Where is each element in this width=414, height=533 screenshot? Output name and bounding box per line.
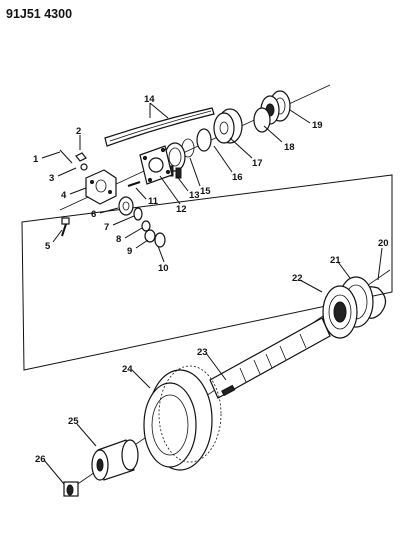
callout-7: 7: [104, 222, 109, 233]
rear-support-part: [213, 108, 243, 144]
seal-ring-part: [196, 128, 212, 152]
callout-14: 14: [144, 94, 155, 105]
callout-26: 26: [35, 454, 46, 465]
callout-12: 12: [176, 204, 187, 215]
callout-20: 20: [378, 238, 389, 249]
callout-17: 17: [252, 158, 263, 169]
flange-plate-part: [139, 145, 173, 185]
callout-18: 18: [284, 142, 295, 153]
tapered-bearing-part: [322, 285, 358, 339]
ring-gear-part: [143, 365, 222, 471]
housing-part: [85, 169, 117, 205]
callout-6: 6: [91, 209, 96, 220]
callout-9: 9: [127, 246, 132, 257]
callout-10: 10: [158, 263, 169, 274]
callout-8: 8: [116, 234, 121, 245]
callout-4: 4: [61, 190, 67, 201]
bushing-part: [63, 481, 79, 497]
callout-21: 21: [330, 255, 341, 266]
bolt-part: [61, 217, 70, 237]
pin-part: [127, 181, 141, 187]
sleeve-part: [91, 439, 139, 481]
output-shaft-part: [209, 317, 331, 399]
callout-1: 1: [33, 154, 39, 165]
diagram-code: 91J51 4300: [6, 7, 72, 21]
callout-15: 15: [200, 186, 211, 197]
callout-2: 2: [76, 126, 81, 137]
callout-22: 22: [292, 273, 303, 284]
leader-lines: [41, 102, 383, 485]
callout-labels: 1 2 3 4 5 6 7 8 9 10 11 12 13 14 15 16 1…: [33, 94, 389, 465]
callout-11: 11: [148, 196, 159, 207]
callout-24: 24: [122, 364, 133, 375]
pin-and-nut-parts: [59, 149, 88, 171]
callout-19: 19: [312, 120, 323, 131]
callout-13: 13: [189, 190, 200, 201]
callout-16: 16: [232, 172, 243, 183]
pinion-stack-parts: [118, 196, 166, 248]
callout-5: 5: [45, 241, 51, 252]
seal-strip-part: [104, 107, 215, 147]
assembly-frame: [21, 174, 393, 371]
snap-ring-part: [253, 107, 271, 133]
callout-23: 23: [197, 347, 208, 358]
callout-3: 3: [49, 173, 54, 184]
callout-25: 25: [68, 416, 79, 427]
